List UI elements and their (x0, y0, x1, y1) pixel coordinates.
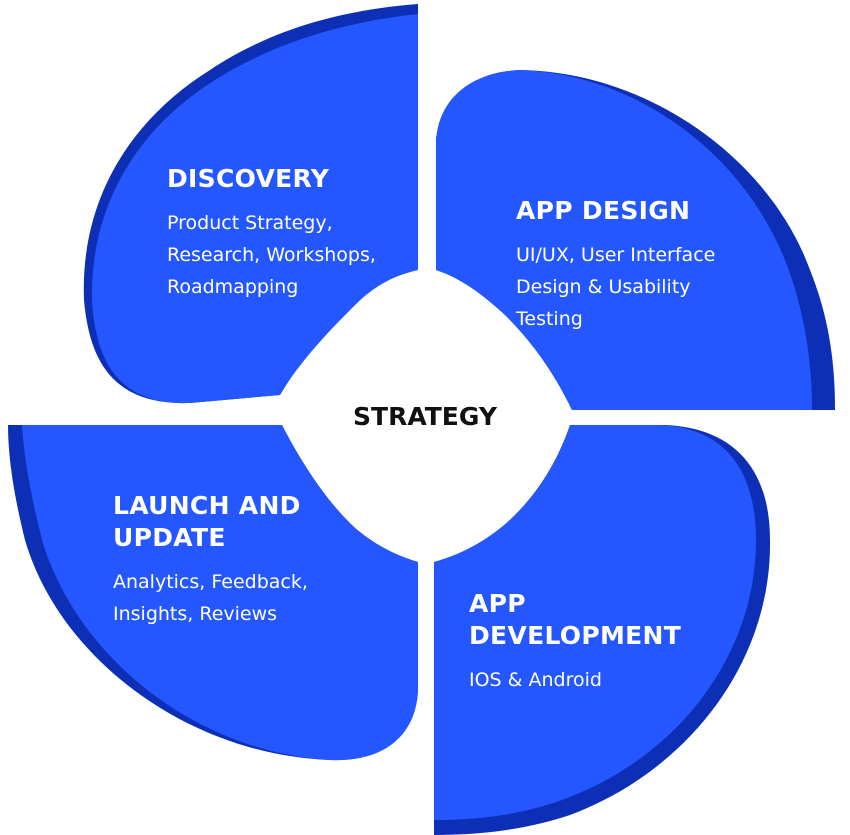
quadrant-app-design-title: APP DESIGN (516, 196, 691, 225)
quadrant-app-development: APP DEVELOPMENT IOS & Android (469, 588, 681, 696)
quadrant-launch-update-title: LAUNCH AND UPDATE (113, 491, 301, 552)
quadrant-discovery: DISCOVERY Product Strategy, Research, Wo… (167, 163, 376, 303)
quadrant-discovery-title: DISCOVERY (167, 164, 330, 193)
petal-launch-update (8, 425, 418, 761)
petal-app-design-fill (436, 70, 812, 410)
quadrant-app-design: APP DESIGN UI/UX, User Interface Design … (516, 195, 715, 335)
quadrant-app-development-description: IOS & Android (469, 669, 602, 691)
petal-discovery (83, 4, 419, 404)
center-diamond (285, 275, 565, 561)
petal-app-development-fill (434, 425, 756, 820)
petal-app-development (434, 425, 771, 835)
petal-discovery-fill (91, 14, 419, 404)
quadrant-discovery-description: Product Strategy, Research, Workshops, R… (167, 212, 376, 298)
petal-app-design (436, 70, 835, 410)
quadrant-launch-update-description: Analytics, Feedback, Insights, Reviews (113, 571, 308, 625)
quadrant-app-development-title: APP DEVELOPMENT (469, 589, 682, 650)
petal-launch-update-fill (22, 425, 418, 761)
quadrant-launch-update: LAUNCH AND UPDATE Analytics, Feedback, I… (113, 490, 308, 630)
center-label: STRATEGY (353, 402, 497, 431)
quadrant-app-design-description: UI/UX, User Interface Design & Usability… (516, 244, 716, 330)
